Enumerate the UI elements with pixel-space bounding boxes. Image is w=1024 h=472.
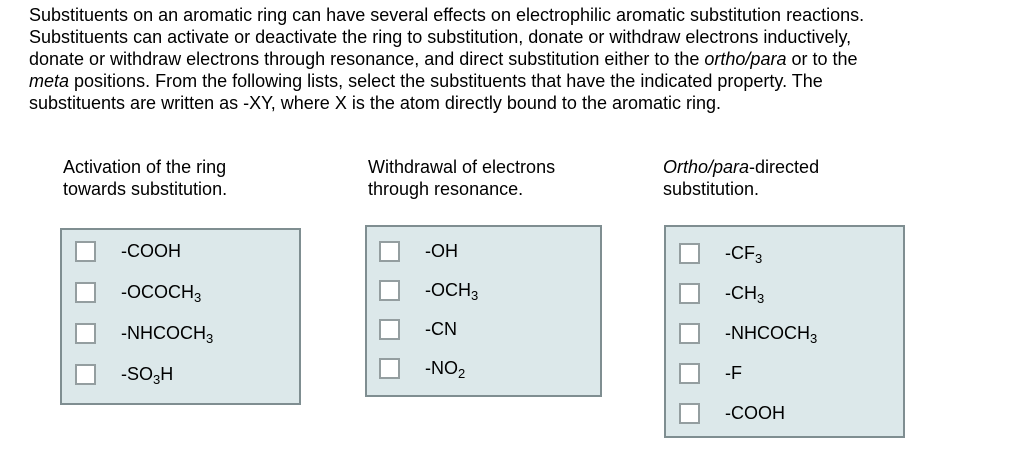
checkbox-group-orthopara: -CF3 -CH3 -NHCOCH3 -F -COOH	[664, 225, 905, 438]
heading-text: Activation of the ring	[63, 157, 227, 177]
substituent-label: -OCOCH3	[121, 282, 202, 305]
substituent-label: -NHCOCH3	[121, 323, 214, 346]
checkbox[interactable]	[379, 280, 400, 301]
heading-line: towards substitution.	[63, 179, 228, 199]
checkbox[interactable]	[379, 358, 400, 379]
intro-line: donate or withdraw electrons through res…	[29, 49, 705, 69]
checkbox-row[interactable]: -NHCOCH3	[75, 323, 299, 346]
checkbox-row[interactable]: -OCH3	[379, 280, 600, 303]
substituent-label: -CN	[425, 319, 457, 339]
checkbox[interactable]	[75, 323, 96, 344]
checkbox[interactable]	[679, 403, 700, 424]
heading-text: -directed	[749, 157, 820, 177]
question-text: Substituents on an aromatic ring can hav…	[29, 4, 1021, 114]
checkbox-row[interactable]: -CN	[379, 319, 600, 340]
substituent-label: -SO3H	[121, 364, 174, 387]
checkbox-row[interactable]: -CH3	[679, 283, 903, 306]
checkbox[interactable]	[679, 363, 700, 384]
checkbox-row[interactable]: -COOH	[679, 403, 903, 424]
substituent-label: -NO2	[425, 358, 466, 381]
heading-italic: Ortho/para	[663, 157, 750, 177]
substituent-label: -CF3	[725, 243, 763, 266]
checkbox-row[interactable]: -COOH	[75, 241, 299, 262]
checkbox[interactable]	[679, 323, 700, 344]
substituent-label: -OCH3	[425, 280, 479, 303]
heading-line: Ortho/para-directed	[663, 156, 819, 178]
checkbox[interactable]	[75, 241, 96, 262]
substituent-label: -CH3	[725, 283, 765, 306]
heading-text: Withdrawal of electrons	[368, 157, 556, 177]
substituent-label: -F	[725, 363, 742, 383]
substituent-label: -COOH	[725, 403, 785, 423]
substituent-label: -NHCOCH3	[725, 323, 818, 346]
intro-italic-meta: meta	[29, 71, 70, 91]
checkbox-row[interactable]: -SO3H	[75, 364, 299, 387]
heading-line: Withdrawal of electrons	[368, 156, 555, 178]
intro-line: or to the	[786, 49, 858, 69]
intro-line: positions. From the following lists, sel…	[69, 71, 823, 91]
checkbox-row[interactable]: -OH	[379, 241, 600, 262]
checkbox[interactable]	[75, 282, 96, 303]
checkbox-row[interactable]: -F	[679, 363, 903, 384]
checkbox-row[interactable]: -OCOCH3	[75, 282, 299, 305]
intro-italic-orthopara: ortho/para	[704, 49, 787, 69]
intro-line: substituents are written as -XY, where X…	[29, 93, 722, 113]
checkbox-row[interactable]: -NO2	[379, 358, 600, 381]
checkbox-group-activation: -COOH -OCOCH3 -NHCOCH3 -SO3H	[60, 228, 301, 405]
intro-line: Substituents can activate or deactivate …	[29, 27, 852, 47]
intro-line: Substituents on an aromatic ring can hav…	[29, 5, 865, 25]
checkbox[interactable]	[679, 283, 700, 304]
heading-line: Activation of the ring	[63, 156, 227, 178]
checkbox-row[interactable]: -CF3	[679, 243, 903, 266]
checkbox-row[interactable]: -NHCOCH3	[679, 323, 903, 346]
checkbox[interactable]	[379, 241, 400, 262]
substituent-label: -COOH	[121, 241, 181, 261]
heading-line: through resonance.	[368, 179, 524, 199]
substituent-label: -OH	[425, 241, 458, 261]
heading-line: substitution.	[663, 179, 760, 199]
checkbox-group-withdrawal: -OH -OCH3 -CN -NO2	[365, 225, 602, 397]
checkbox[interactable]	[75, 364, 96, 385]
checkbox[interactable]	[379, 319, 400, 340]
checkbox[interactable]	[679, 243, 700, 264]
